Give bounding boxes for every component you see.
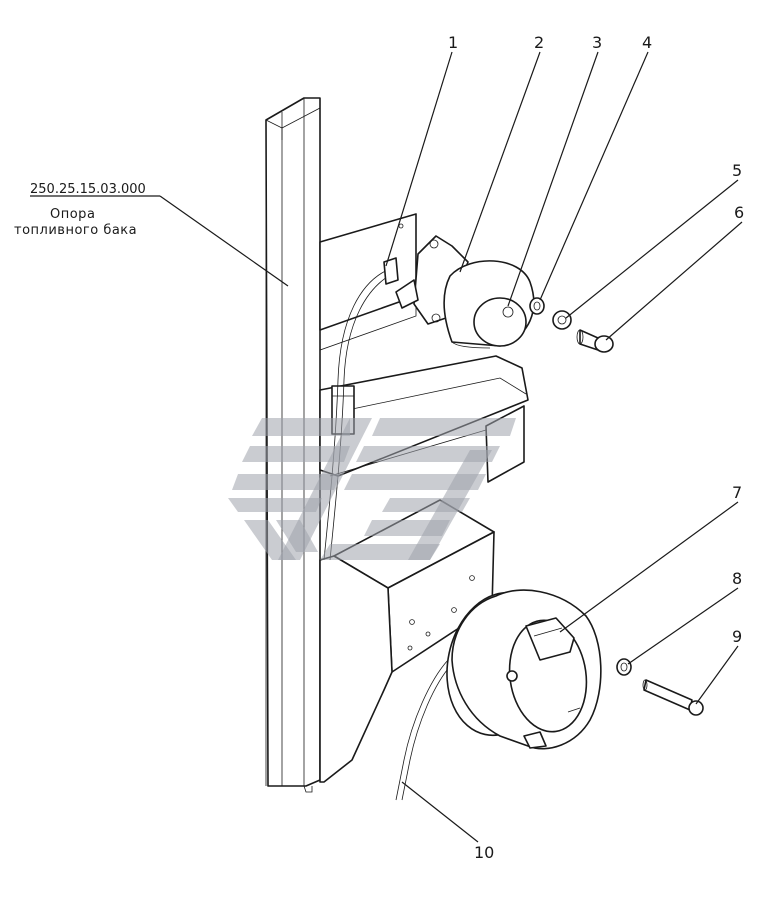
wire-harness [323,257,453,801]
callout-5: 5 [732,161,742,180]
lamp-dome [443,260,535,349]
callout-3: 3 [592,33,602,52]
caption-line-2: топливного бака [14,223,137,238]
callout-labels: 1 2 3 4 5 6 7 8 9 10 [448,33,744,862]
trailer-socket [446,589,602,750]
upper-bracket-plate [319,213,417,351]
part-number: 250.25.15.03.000 [30,182,146,197]
assembly-caption: 250.25.15.03.000 Опора топливного бака [14,182,160,238]
callout-10: 10 [474,843,494,862]
callout-8: 8 [732,569,742,588]
screw-6 [576,329,614,353]
support-post [265,97,321,793]
callout-1: 1 [448,33,458,52]
leader-lines [159,51,743,843]
caption-line-1: Опора [50,207,95,222]
callout-4: 4 [642,33,652,52]
washer-5 [552,310,572,330]
washer-4 [529,297,545,315]
callout-2: 2 [534,33,544,52]
watermark-logo [228,418,516,560]
lamp-housing [395,235,469,325]
callout-9: 9 [732,627,742,646]
callout-6: 6 [734,203,744,222]
washer-8 [616,658,632,676]
callout-7: 7 [732,483,742,502]
bolt-9 [642,679,704,716]
